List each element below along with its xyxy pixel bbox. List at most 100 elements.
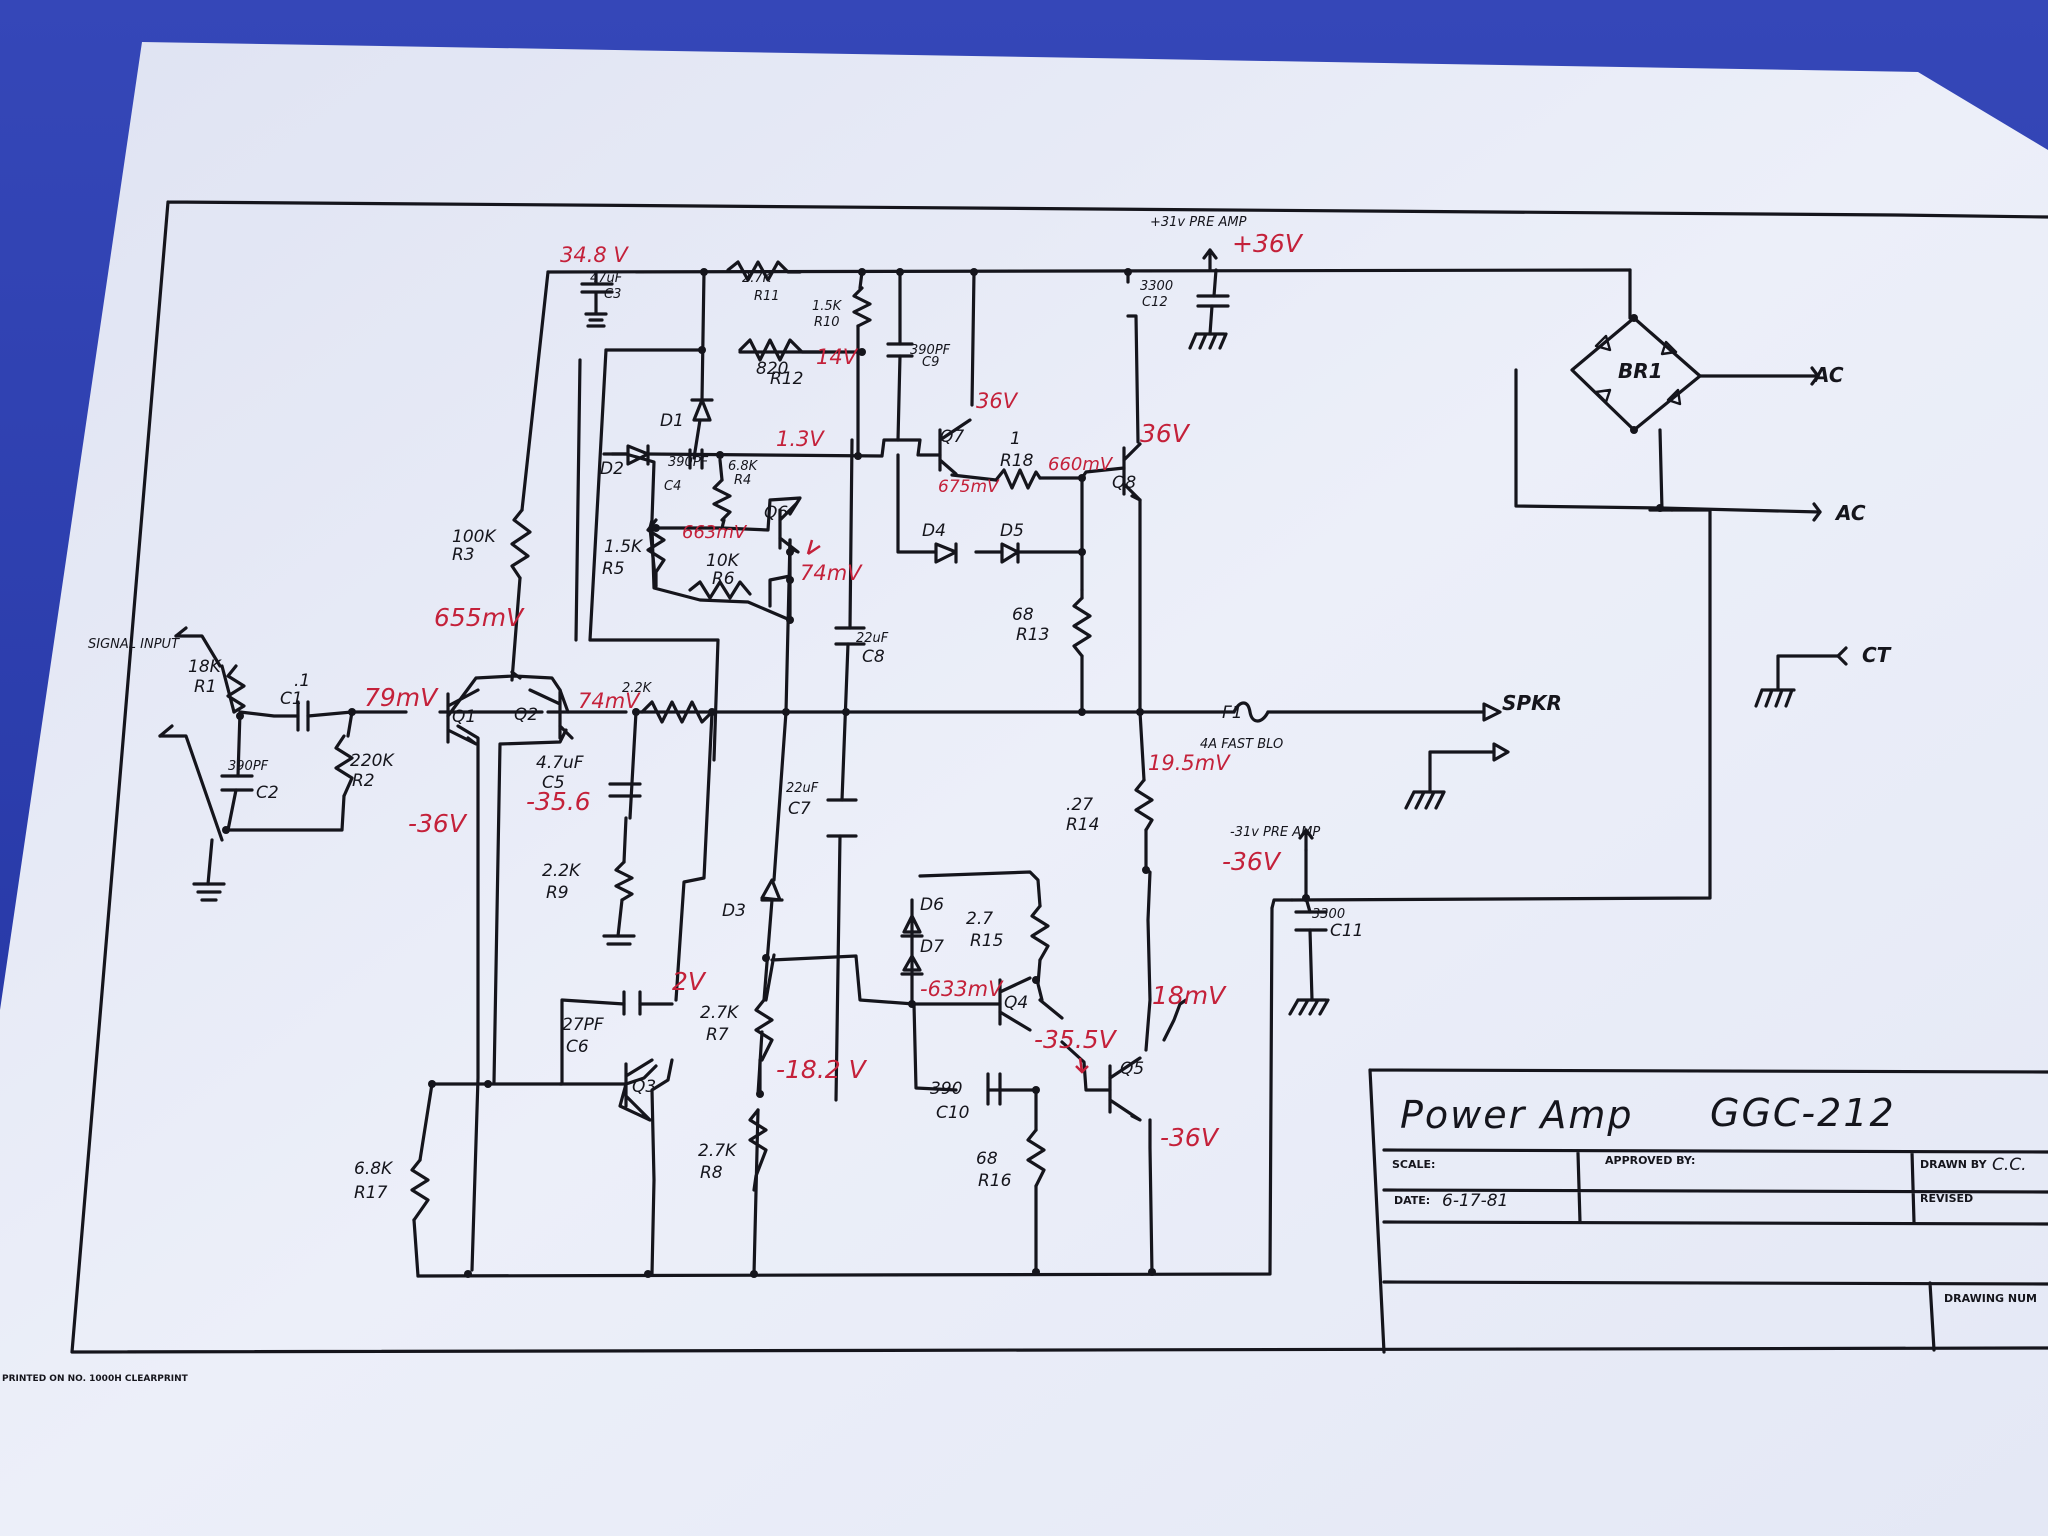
neg-pre-terminal: [1298, 828, 1314, 852]
resistor-r10: [852, 286, 872, 328]
capacitor-c1: [296, 700, 310, 732]
v-182: -18.2 V: [776, 1055, 868, 1084]
svg-text:100K: 100K: [452, 527, 497, 547]
resistor-r9: [614, 860, 634, 902]
terminals: [158, 248, 1848, 852]
svg-text:Q4: Q4: [1004, 993, 1028, 1013]
svg-text:C5: C5: [542, 773, 565, 793]
ground-symbols: [192, 324, 1796, 1016]
label-ac2: AC: [1834, 501, 1866, 525]
svg-text:C10: C10: [936, 1103, 970, 1123]
capacitor-c7: [826, 798, 858, 838]
capacitor-c12: [1196, 294, 1230, 308]
date-value: 6-17-81: [1442, 1191, 1508, 1211]
svg-text:Q2: Q2: [514, 705, 538, 725]
transistor-q7: [938, 418, 972, 476]
capacitor-c4: [688, 448, 704, 470]
drawing-num-label: DRAWING NUM: [1944, 1292, 2037, 1305]
svg-text:C2: C2: [256, 783, 279, 803]
svg-text:1.5K: 1.5K: [812, 299, 843, 314]
svg-text:22uF: 22uF: [856, 631, 889, 646]
svg-text:390PF: 390PF: [668, 455, 709, 470]
v-neg-q1: -36V: [408, 809, 468, 838]
svg-text:C7: C7: [788, 799, 811, 819]
diode-d3: [760, 878, 784, 902]
resistor-r9x: [640, 700, 714, 724]
pos-pre-terminal: [1202, 248, 1218, 272]
label-fuse-rating: 4A FAST BLO: [1200, 737, 1283, 752]
svg-text:D4: D4: [922, 521, 946, 541]
svg-text:.27: .27: [1066, 795, 1093, 815]
ac1-terminal: [1810, 366, 1820, 386]
v-r12: 14V: [816, 345, 859, 369]
svg-text:27PF: 27PF: [562, 1015, 604, 1035]
svg-text:C11: C11: [1330, 921, 1364, 941]
svg-text:22uF: 22uF: [786, 781, 819, 796]
v-633: -633mV: [920, 977, 1004, 1001]
v-neg-q5: -36V: [1160, 1123, 1220, 1152]
svg-text:4.7uF: 4.7uF: [536, 753, 584, 773]
svg-text:R3: R3: [452, 545, 475, 565]
ground-speaker: [1404, 790, 1446, 810]
svg-text:220K: 220K: [350, 751, 395, 771]
ground-c12: [1188, 332, 1228, 350]
v-c3: 34.8 V: [560, 243, 629, 267]
resistor-r5: [646, 518, 666, 588]
ground-r9: [602, 934, 636, 946]
svg-text:Q1: Q1: [452, 707, 476, 727]
v-q7: 36V: [976, 389, 1019, 413]
spkr-arrow: [1482, 702, 1502, 722]
svg-text:R8: R8: [700, 1163, 723, 1183]
svg-text:18K: 18K: [188, 657, 223, 677]
svg-text:Q8: Q8: [1112, 473, 1136, 493]
resistor-r6: [688, 580, 752, 600]
svg-text:Q7: Q7: [940, 427, 964, 447]
svg-text:R16: R16: [978, 1171, 1012, 1191]
svg-text:390PF: 390PF: [910, 343, 951, 358]
svg-text:3300: 3300: [1140, 279, 1173, 294]
ground-ct: [1754, 688, 1796, 708]
transistor-q5: [1108, 1056, 1142, 1122]
svg-text:.1: .1: [294, 671, 310, 691]
label-ac1: AC: [1812, 363, 1844, 387]
resistor-r3: [510, 508, 532, 580]
bridge-label: BR1: [1618, 359, 1663, 383]
svg-text:R12: R12: [770, 369, 803, 389]
resistor-r16: [1026, 1128, 1046, 1188]
svg-text:R13: R13: [1016, 625, 1049, 645]
input-terminal-top: [174, 626, 188, 638]
svg-text:R15: R15: [970, 931, 1003, 951]
svg-text:R17: R17: [354, 1183, 388, 1203]
svg-text:C8: C8: [862, 647, 885, 667]
svg-text:2.2K: 2.2K: [542, 861, 582, 881]
footer-print: PRINTED ON NO. 1000H CLEARPRINT: [2, 1374, 189, 1384]
label-ct: CT: [1862, 643, 1892, 667]
revised-label: REVISED: [1920, 1192, 1973, 1205]
svg-text:68: 68: [976, 1149, 998, 1169]
transistor-q1: [446, 688, 480, 746]
model-text: GGC-212: [1710, 1091, 1896, 1135]
svg-text:R1: R1: [194, 677, 217, 697]
drawing-border: [70, 200, 2048, 1354]
svg-text:D2: D2: [600, 459, 624, 479]
svg-text:47uF: 47uF: [590, 271, 623, 286]
voltage-annotations: 34.8 V +36V 14V 1.3V 36V 36V 675mV 660mV…: [364, 229, 1304, 1152]
resistor-r18: [994, 468, 1042, 490]
svg-text:2.7K: 2.7K: [698, 1141, 738, 1161]
svg-text:D5: D5: [1000, 521, 1024, 541]
capacitor-c6: [622, 990, 642, 1016]
v-79: 79mV: [364, 683, 439, 712]
v-663: 663mV: [682, 522, 748, 543]
label-fuse: F1: [1222, 703, 1243, 723]
spk-gnd-arrow: [1492, 742, 1510, 762]
drawn-by-value: C.C.: [1992, 1155, 2027, 1175]
svg-text:R14: R14: [1066, 815, 1099, 835]
capacitor-c10: [986, 1072, 1002, 1106]
svg-text:D6: D6: [920, 895, 944, 915]
title-block: Power Amp GGC-212 SCALE: DATE: 6-17-81 A…: [1368, 1068, 2048, 1354]
v-74b: 74mV: [578, 689, 641, 713]
v-neg-pre: -36V: [1222, 847, 1282, 876]
resistor-r12: [738, 338, 828, 362]
diode-d2: [626, 444, 650, 466]
